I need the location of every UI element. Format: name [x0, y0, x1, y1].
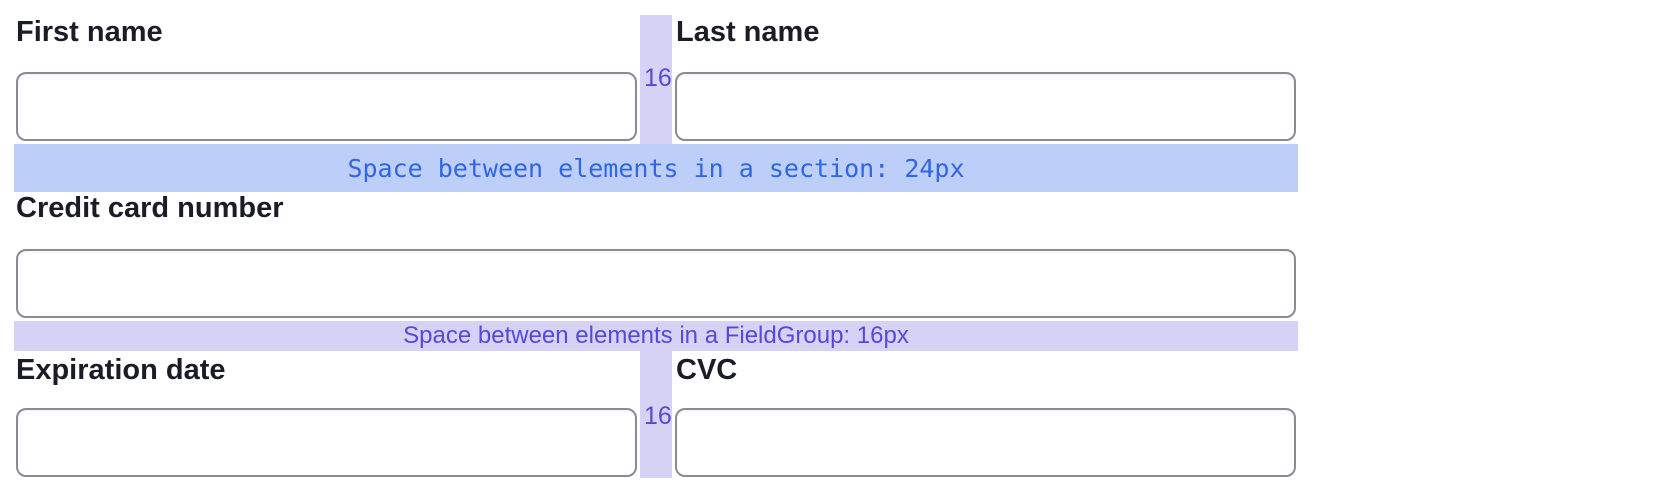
gap-size-marker-bottom: 16	[644, 402, 672, 430]
fieldgroup-spacing-annotation: Space between elements in a FieldGroup: …	[403, 322, 909, 349]
first-name-input[interactable]	[16, 72, 637, 141]
expiration-date-label: Expiration date	[16, 354, 226, 386]
section-spacing-band: Space between elements in a section: 24p…	[14, 144, 1298, 192]
column-gap-highlight-bottom	[640, 351, 672, 478]
cvc-label: CVC	[676, 354, 738, 386]
expiration-date-input[interactable]	[16, 408, 637, 477]
fieldgroup-spacing-band: Space between elements in a FieldGroup: …	[14, 321, 1298, 351]
cvc-input[interactable]	[675, 408, 1296, 477]
column-gap-highlight-top	[640, 15, 672, 144]
gap-size-marker-top: 16	[644, 64, 672, 92]
credit-card-number-label: Credit card number	[16, 192, 284, 224]
last-name-label: Last name	[676, 16, 820, 48]
last-name-input[interactable]	[675, 72, 1296, 141]
section-spacing-annotation: Space between elements in a section: 24p…	[347, 153, 965, 183]
first-name-label: First name	[16, 16, 163, 48]
credit-card-number-input[interactable]	[16, 249, 1296, 318]
